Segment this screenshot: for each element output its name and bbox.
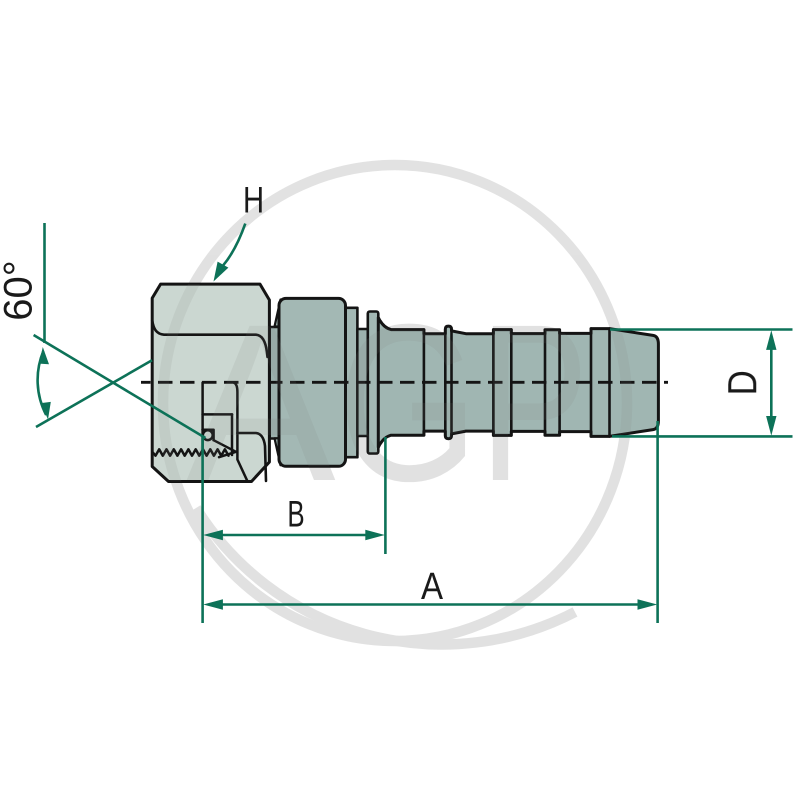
- svg-text:60°: 60°: [0, 260, 41, 321]
- svg-text:D: D: [721, 370, 766, 395]
- svg-text:A: A: [421, 565, 443, 608]
- svg-text:H: H: [243, 180, 264, 221]
- svg-text:B: B: [287, 493, 304, 535]
